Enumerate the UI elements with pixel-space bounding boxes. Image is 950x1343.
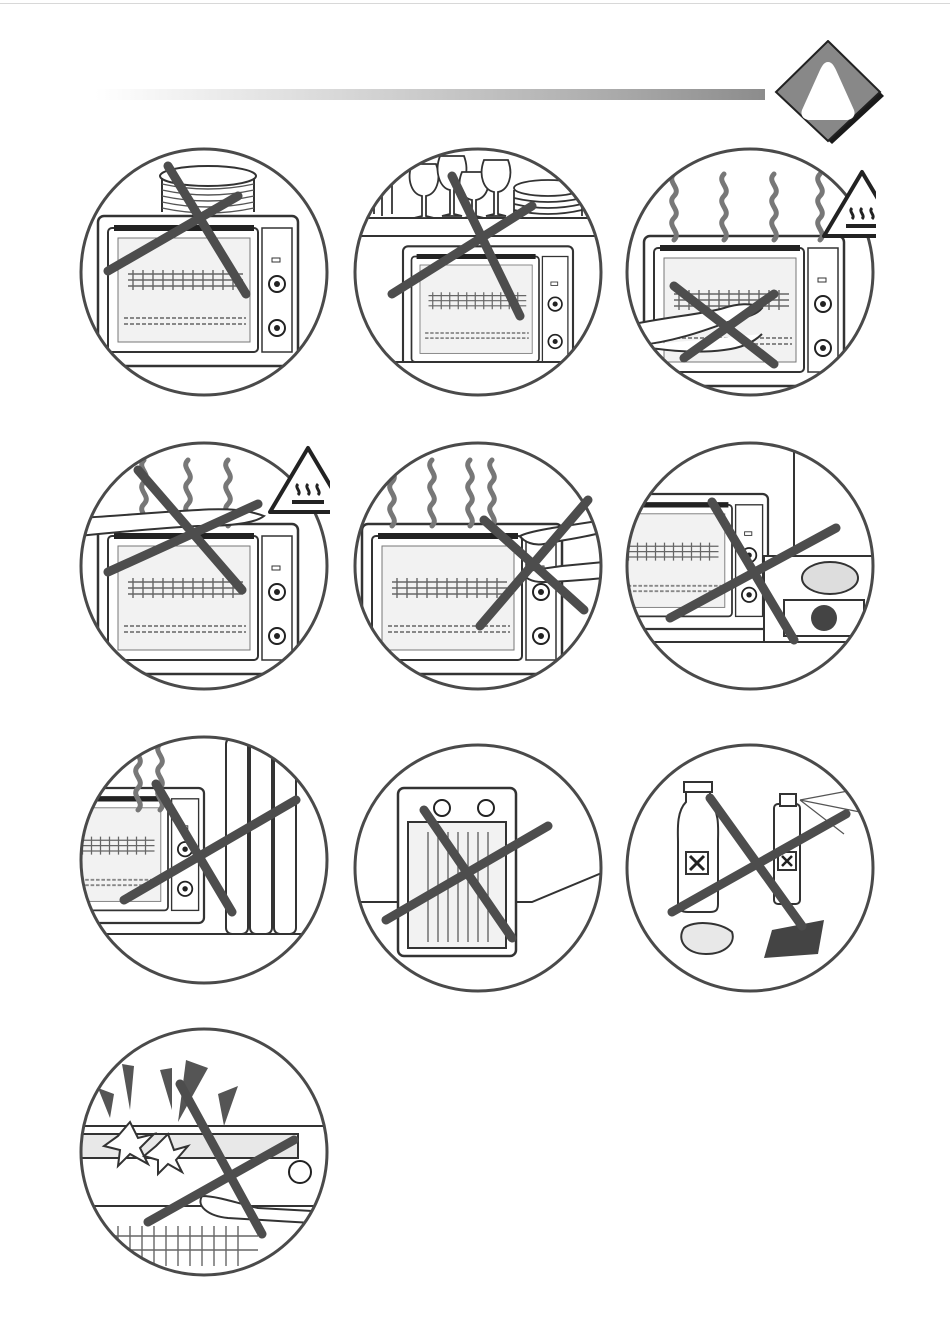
panel-hot-top-touch: [78, 440, 330, 692]
cleaning-products-icon: [678, 782, 864, 958]
panel-hot-door-touch: [624, 146, 876, 398]
tilted-oven-icon: [398, 788, 516, 956]
panel-near-radiator: [78, 734, 330, 986]
panel-near-cooktop: [624, 440, 876, 692]
glasses-icon: [374, 156, 582, 218]
panel-glasses-on-top: [352, 146, 604, 398]
panel-plates-on-top: [78, 146, 330, 398]
panel-hot-side-touch: [352, 440, 604, 692]
header-gradient-bar: [95, 89, 765, 100]
panel-tilted-oven: [352, 742, 604, 994]
hot-surface-warning-icon: [270, 448, 330, 512]
warning-triangle-icon: [772, 40, 886, 146]
panel-no-abrasive-cleaners: [624, 742, 876, 994]
panel-do-not-slam-door: [78, 1026, 330, 1278]
top-rule: [0, 3, 950, 4]
